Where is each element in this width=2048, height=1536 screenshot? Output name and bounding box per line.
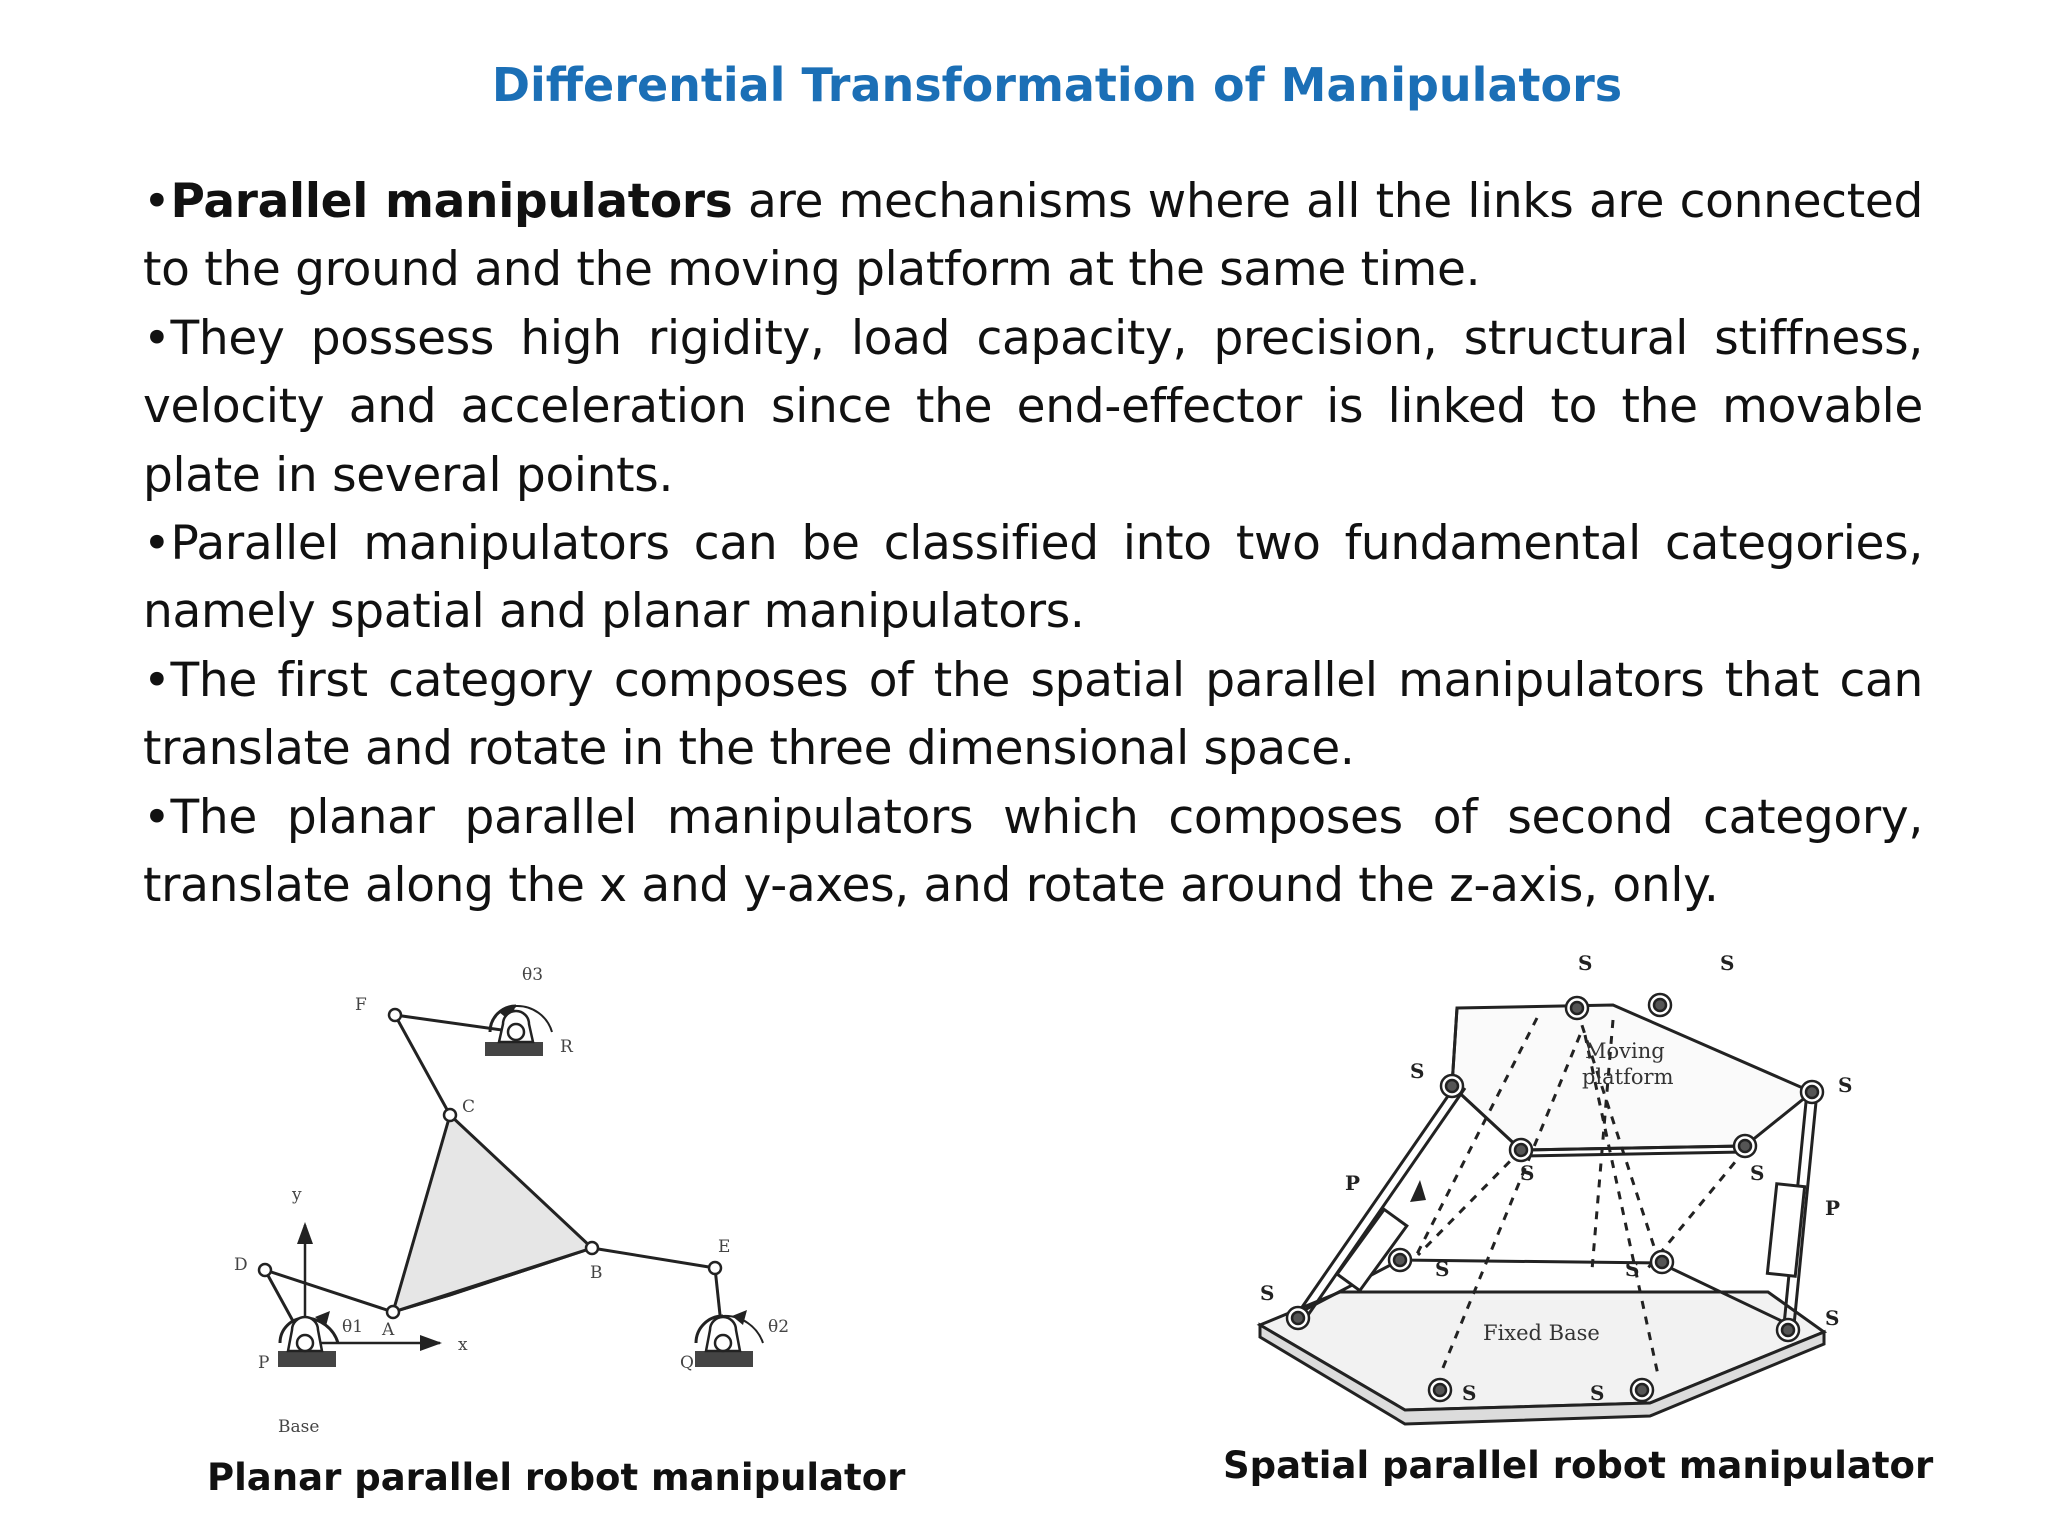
label-p-left: P xyxy=(1345,1171,1360,1195)
label-moving: Moving xyxy=(1585,1039,1665,1063)
base-r-block xyxy=(485,1042,543,1056)
label-theta1: θ1 xyxy=(342,1317,363,1337)
label-s-left-upper: S xyxy=(1410,1059,1424,1083)
bullet-classification: •Parallel manipulators can be classified… xyxy=(143,516,1923,640)
label-s-mid-right: S xyxy=(1625,1257,1639,1281)
planar-caption: Planar parallel robot manipulator xyxy=(207,1456,906,1499)
spatial-caption: Spatial parallel robot manipulator xyxy=(1223,1444,1934,1487)
label-fixed-base: Fixed Base xyxy=(1483,1321,1600,1345)
label-b: B xyxy=(590,1263,603,1283)
bullet-planar-category: •The planar parallel manipulators which … xyxy=(143,789,1923,914)
label-s-bottom-right: S xyxy=(1590,1381,1604,1405)
label-platform: platform xyxy=(1582,1065,1674,1089)
label-theta2: θ2 xyxy=(768,1317,789,1337)
slide-title: Differential Transformation of Manipulat… xyxy=(491,58,1623,112)
planar-robot-diagram: F θ3 R C y D E B A θ1 θ2 P Q x Base xyxy=(234,965,789,1437)
label-a: A xyxy=(381,1320,395,1340)
label-s-bottom-left: S xyxy=(1462,1381,1476,1405)
label-s-left: S xyxy=(1260,1281,1274,1305)
bullet-parallel-definition: •Parallel manipulators are mechanisms wh… xyxy=(143,174,1924,298)
label-p-right: P xyxy=(1825,1196,1840,1220)
label-s-top-right: S xyxy=(1720,951,1734,975)
label-base: Base xyxy=(278,1417,319,1437)
label-x: x xyxy=(458,1335,468,1355)
label-p: P xyxy=(258,1353,269,1373)
label-q: Q xyxy=(680,1353,694,1373)
base-q-block xyxy=(695,1351,753,1367)
label-s-inner-left: S xyxy=(1520,1161,1534,1185)
label-f: F xyxy=(355,995,367,1015)
x-axis-arrowhead xyxy=(420,1335,442,1351)
label-s-right: S xyxy=(1825,1306,1839,1330)
label-s-inner-right: S xyxy=(1750,1161,1764,1185)
label-s-top-left: S xyxy=(1578,951,1592,975)
base-p-block xyxy=(278,1351,336,1367)
label-s-right-upper: S xyxy=(1838,1073,1852,1097)
label-s-mid-left: S xyxy=(1435,1257,1449,1281)
label-theta3: θ3 xyxy=(522,965,543,985)
label-e: E xyxy=(718,1237,730,1257)
label-r: R xyxy=(560,1037,574,1057)
bullet-spatial-category: •The first category composes of the spat… xyxy=(143,652,1923,777)
spatial-robot-diagram: S S S S S S S S S S S S P P Moving platf… xyxy=(1256,951,1852,1426)
label-d: D xyxy=(234,1255,248,1275)
label-y: y xyxy=(291,1185,302,1205)
label-c: C xyxy=(462,1097,475,1117)
bullet-list: •Parallel manipulators are mechanisms wh… xyxy=(143,168,1923,920)
bullet-properties: •They possess high rigidity, load capaci… xyxy=(143,310,1923,503)
y-axis-arrowhead xyxy=(297,1222,313,1244)
